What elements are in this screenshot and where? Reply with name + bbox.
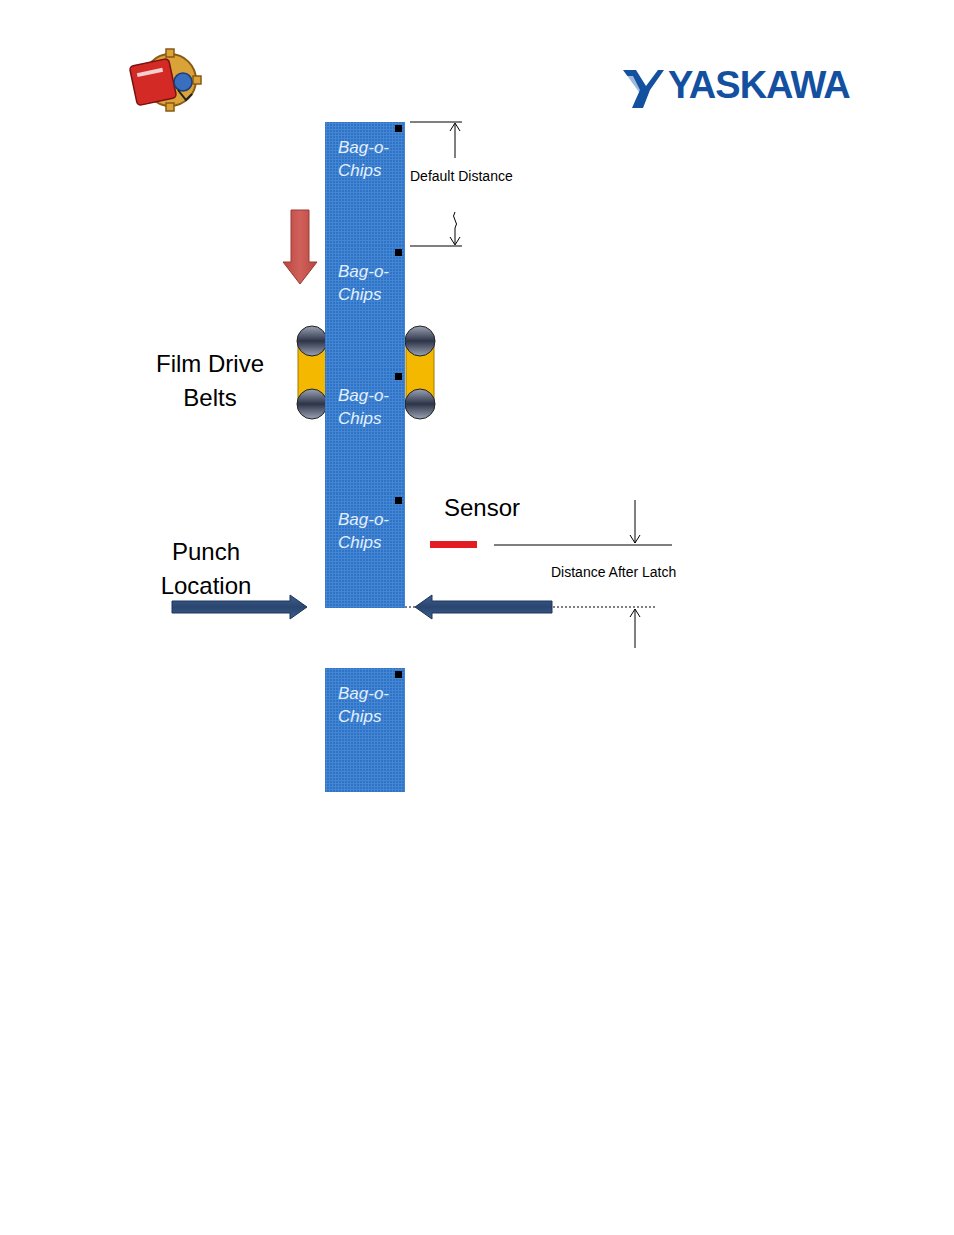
panel-text: Bag-o-Chips [338,508,400,554]
film-panel: Bag-o-Chips [325,494,405,608]
panel-text: Bag-o-Chips [338,682,400,728]
film-panel: Bag-o-Chips [325,668,405,792]
film-panel: Bag-o-Chips [325,122,405,246]
part-label: Punch Location [146,535,266,603]
registration-mark [395,671,402,678]
sensor-bar [430,541,477,548]
dimension-label: Distance After Latch [551,563,721,581]
registration-mark [395,125,402,132]
panel-text: Bag-o-Chips [338,136,400,182]
brand-name: YASKAWA [668,63,868,107]
corner-logo [129,49,201,111]
feed-arrow [283,210,317,284]
registration-mark [395,497,402,504]
film-panel: Bag-o-Chips [325,370,405,494]
part-label: Sensor [444,493,564,523]
part-label: Film Drive Belts [140,347,280,415]
dimension-label: Default Distance [410,167,550,185]
punch-arrow [415,595,552,619]
registration-mark [395,373,402,380]
brand-emblem [623,70,664,108]
panel-text: Bag-o-Chips [338,384,400,430]
film-panel: Bag-o-Chips [325,246,405,370]
panel-text: Bag-o-Chips [338,260,400,306]
registration-mark [395,249,402,256]
